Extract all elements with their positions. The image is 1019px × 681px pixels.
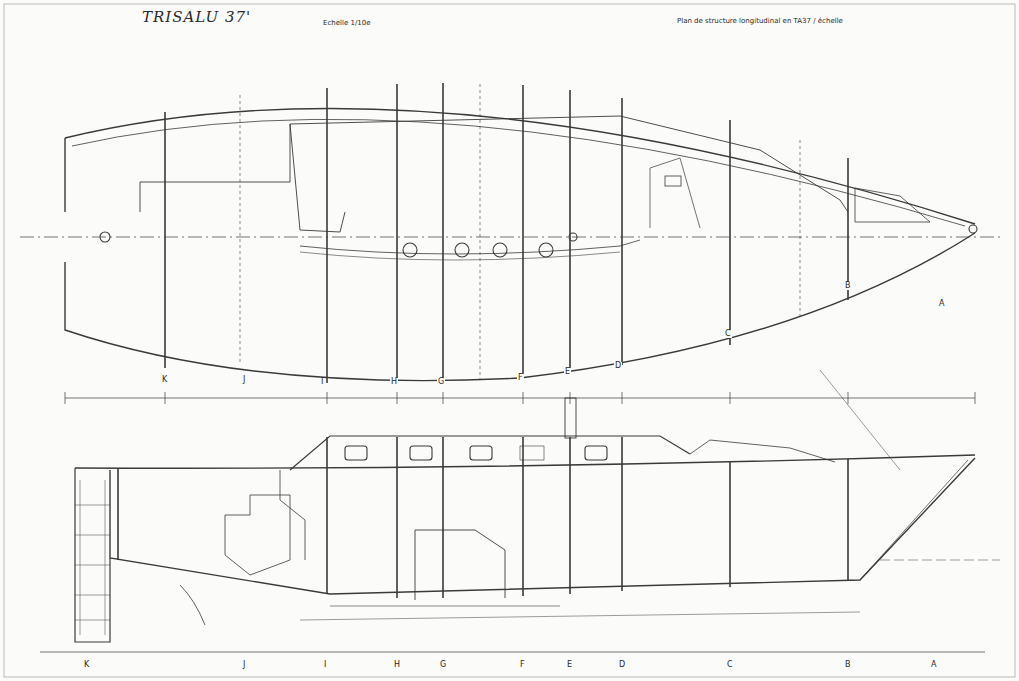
station-letter: D <box>614 362 622 370</box>
station-letter: C <box>726 661 734 669</box>
station-letter: B <box>844 661 852 669</box>
station-letter: D <box>618 661 626 669</box>
station-letter: F <box>517 374 524 382</box>
sheet-title: Plan de structure longitudinal en TA37 /… <box>676 18 844 25</box>
station-letter: G <box>439 661 447 669</box>
station-letter: A <box>930 661 937 669</box>
station-letter: I <box>323 661 327 669</box>
station-letter: G <box>437 378 445 386</box>
station-letter: J <box>242 661 246 669</box>
station-letter: B <box>844 282 852 290</box>
station-letter: H <box>393 661 401 669</box>
station-letter: J <box>242 376 246 384</box>
station-letter: F <box>519 661 526 669</box>
station-letter: I <box>320 378 324 386</box>
scale-note: Echelle 1/10e <box>322 20 371 27</box>
station-letter: E <box>566 661 573 669</box>
station-letter: E <box>564 368 571 376</box>
station-letter: A <box>938 300 945 308</box>
station-letter: K <box>161 376 168 384</box>
station-letter: H <box>390 378 398 386</box>
station-letter: K <box>83 661 90 669</box>
station-letter: C <box>724 330 732 338</box>
drawing-title: TRISALU 37' <box>142 10 251 25</box>
